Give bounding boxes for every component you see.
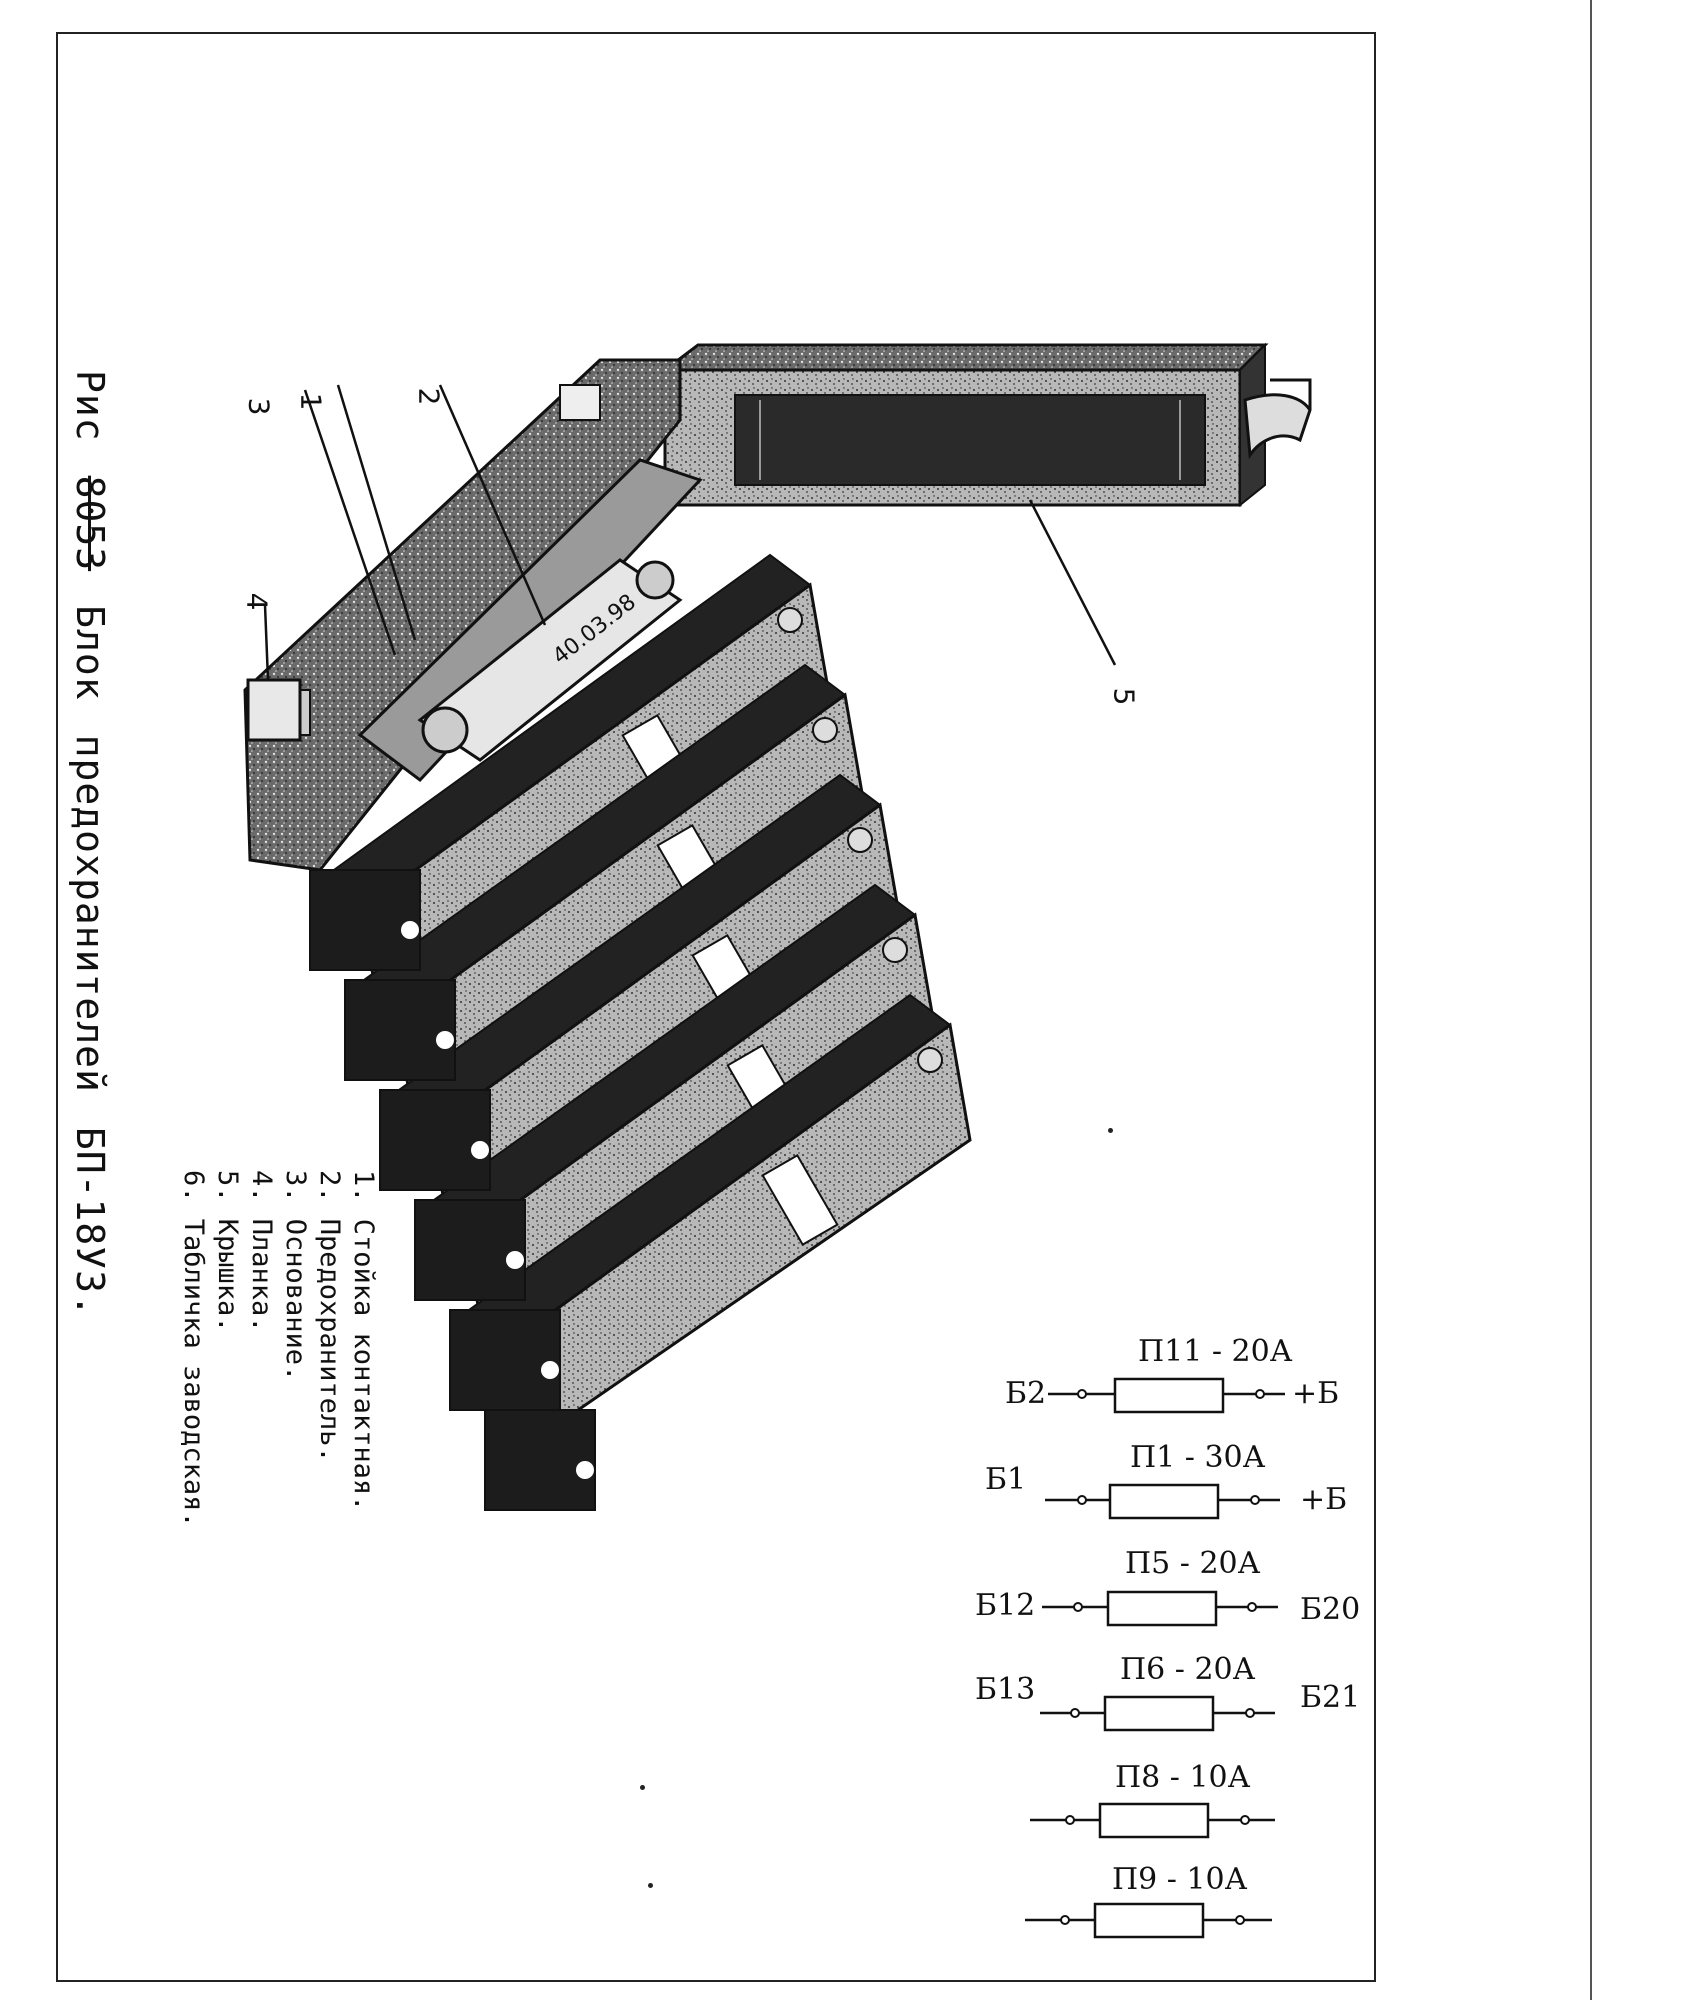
- fuse-title: П9 - 10А: [1112, 1862, 1248, 1897]
- terminal-right-label: Б20: [1300, 1592, 1361, 1627]
- terminal-right-label: +Б: [1292, 1376, 1340, 1411]
- terminal-left-label: Б12: [975, 1588, 1036, 1623]
- callout-4: 4: [240, 592, 274, 611]
- fuse-title: П5 - 20А: [1125, 1546, 1261, 1581]
- fuse-schematics: [1025, 1377, 1285, 1939]
- page-edge-line: [1590, 0, 1592, 2000]
- fuse-title: П1 - 30А: [1130, 1440, 1266, 1475]
- scan-speck: [640, 1785, 645, 1790]
- fuse-title: П8 - 10А: [1115, 1760, 1251, 1795]
- callout-5: 5: [1107, 687, 1141, 706]
- fuse-title: П6 - 20А: [1120, 1652, 1256, 1687]
- leader-lines: [263, 384, 1117, 681]
- fuse-module-stack: [309, 553, 972, 1511]
- fuse-title: П11 - 20А: [1138, 1334, 1293, 1369]
- scan-speck: [648, 1883, 653, 1888]
- terminal-left-label: Б13: [975, 1672, 1036, 1707]
- scan-speck: [1108, 1128, 1113, 1133]
- callout-2: 2: [412, 387, 446, 406]
- callout-3: 3: [242, 397, 276, 416]
- terminal-left-label: Б1: [985, 1462, 1027, 1497]
- terminal-right-label: Б21: [1300, 1680, 1361, 1715]
- cover-part: [660, 342, 1312, 508]
- terminal-right-label: +Б: [1300, 1482, 1348, 1517]
- callout-1: 1: [294, 392, 328, 411]
- terminal-left-label: Б2: [1005, 1376, 1047, 1411]
- plate-part: [246, 678, 302, 742]
- terminal-nodes: [1060, 1389, 1265, 1925]
- page-frame: [56, 32, 1376, 1982]
